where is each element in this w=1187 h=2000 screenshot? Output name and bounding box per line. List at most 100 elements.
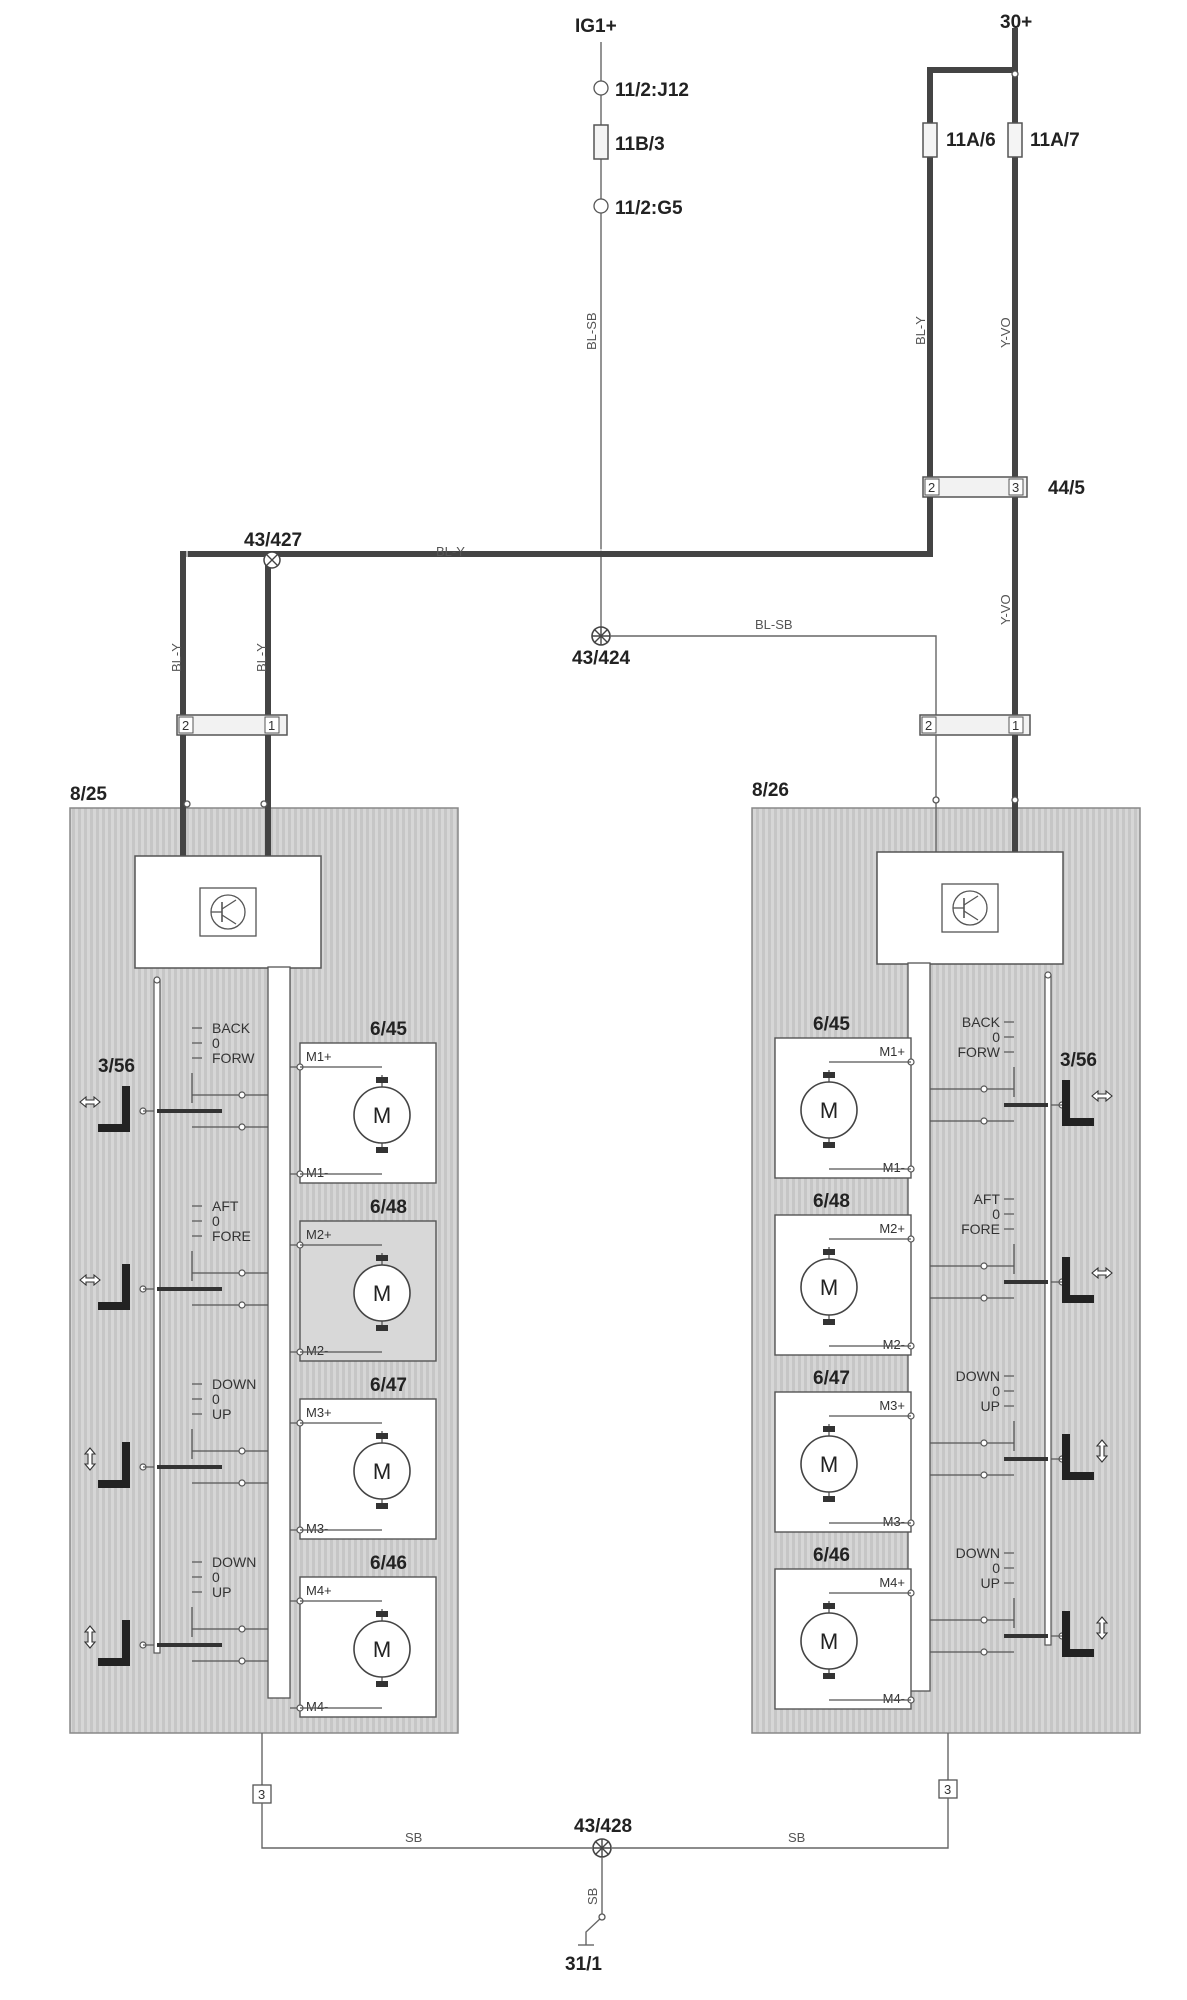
right-switch-1-pos-2: 0 (992, 1029, 1000, 1045)
left-transistor-icon (199, 887, 257, 937)
right-motor-minus-4: M4- (883, 1691, 905, 1706)
ig1-label: IG1+ (575, 16, 617, 37)
right-switch-4-pos-3: UP (981, 1575, 1000, 1591)
right-seat-icon-2 (1062, 1257, 1094, 1303)
right-switch-1-pos-3: FORW (957, 1044, 1000, 1060)
right-motor-symbol-3: M (820, 1452, 838, 1477)
wire-sb-left-label: SB (405, 1830, 422, 1845)
right-motor-4 (800, 1612, 858, 1670)
left-motor-bus (267, 966, 291, 1699)
fuse-11b-3-label: 11B/3 (615, 134, 665, 155)
right-motor-minus-2: M2- (883, 1337, 905, 1352)
left-motor-plus-1: M1+ (306, 1049, 332, 1064)
right-transistor-icon (941, 883, 999, 933)
right-motor-plus-2: M2+ (879, 1221, 905, 1236)
right-motor-id-3: 6/47 (813, 1368, 850, 1389)
right-switch-2-pos-1: AFT (974, 1191, 1001, 1207)
left-motor-1 (353, 1086, 411, 1144)
left-switch-4-pos-3: UP (212, 1584, 231, 1600)
left-switch-2-pos-1: AFT (212, 1198, 239, 1214)
left-seat-icon-2 (98, 1264, 130, 1310)
left-seat-icon-3 (98, 1442, 130, 1488)
ground-label: 31/1 (565, 1954, 602, 1975)
right-switch-1-pos-1: BACK (962, 1014, 1001, 1030)
left-motor-symbol-2: M (373, 1281, 391, 1306)
wire-y-vo-upper-label: Y-VO (998, 317, 1013, 348)
wire-bl-y-left2-label: BL-Y (254, 643, 269, 672)
ig1-feed (593, 42, 609, 630)
conn-44-5-pin3: 3 (1012, 480, 1019, 495)
left-motor-symbol-4: M (373, 1637, 391, 1662)
right-switch-label: 3/56 (1060, 1050, 1097, 1071)
right-ground-pin: 3 (944, 1782, 951, 1797)
right-arrow-icon-3 (1095, 1439, 1109, 1463)
right-arrow-icon-1 (1091, 1089, 1113, 1103)
right-motor-minus-3: M3- (883, 1514, 905, 1529)
right-conn-pin1: 1 (1012, 718, 1019, 733)
right-switch-4-pos-2: 0 (992, 1560, 1000, 1576)
left-arrow-icon-4 (83, 1625, 97, 1649)
conn-11-2-j12-label: 11/2:J12 (615, 80, 689, 101)
left-seat-icon-4 (98, 1620, 130, 1666)
wire-sb-ground-label: SB (585, 1888, 600, 1905)
right-motor-plus-1: M1+ (879, 1044, 905, 1059)
right-motor-2 (800, 1258, 858, 1316)
right-module-connector (919, 714, 1031, 736)
wire-sb-right-label: SB (788, 1830, 805, 1845)
left-switch-1-pos-3: FORW (212, 1050, 255, 1066)
left-motor-symbol-3: M (373, 1459, 391, 1484)
right-switch-3-pos-1: DOWN (956, 1368, 1000, 1384)
right-motor-1 (800, 1081, 858, 1139)
right-module-label: 8/26 (752, 780, 789, 801)
left-motor-4 (353, 1620, 411, 1678)
left-motor-3 (353, 1442, 411, 1500)
left-switch-1-pos-2: 0 (212, 1035, 220, 1051)
left-switch-4-pos-2: 0 (212, 1569, 220, 1585)
left-motor-plus-4: M4+ (306, 1583, 332, 1598)
left-motor-minus-4: M4- (306, 1699, 328, 1714)
right-switch-3-pos-2: 0 (992, 1383, 1000, 1399)
left-switch-3-pos-2: 0 (212, 1391, 220, 1407)
right-module-internals: BACK0FORW6/45M1+M1-MAFT0FORE6/48M2+M2-MD… (774, 851, 1113, 1710)
left-motor-id-3: 6/47 (370, 1375, 407, 1396)
left-module-label: 8/25 (70, 784, 107, 805)
wire-bl-sb-vertical-label: BL-SB (584, 312, 599, 350)
left-ground-pin: 3 (258, 1787, 265, 1802)
right-switch-2-pos-2: 0 (992, 1206, 1000, 1222)
wire-bl-y-left1-label: BL-Y (169, 643, 184, 672)
wire-bl-y-horizontal-label: BL-Y (436, 544, 465, 559)
conn-44-5-pin2: 2 (928, 480, 935, 495)
left-arrow-icon-3 (83, 1447, 97, 1471)
wire-bl-sb-horizontal-label: BL-SB (755, 617, 793, 632)
left-arrow-icon-2 (79, 1273, 101, 1287)
left-module-internals: BACK0FORW6/45M1+M1-MAFT0FORE6/48M2+M2-MD… (79, 855, 437, 1718)
right-motor-symbol-1: M (820, 1098, 838, 1123)
left-switch-label: 3/56 (98, 1056, 135, 1077)
left-arrow-icon-1 (79, 1095, 101, 1109)
right-motor-minus-1: M1- (883, 1160, 905, 1175)
right-switch-3-pos-3: UP (981, 1398, 1000, 1414)
right-seat-icon-4 (1062, 1611, 1094, 1657)
splice-43-428-label: 43/428 (574, 1816, 632, 1837)
left-motor-id-1: 6/45 (370, 1019, 407, 1040)
left-switch-3-pos-1: DOWN (212, 1376, 256, 1392)
connector-44-5 (922, 476, 1028, 498)
right-motor-symbol-2: M (820, 1275, 838, 1300)
left-switch-1-pos-1: BACK (212, 1020, 251, 1036)
left-conn-pin2: 2 (182, 718, 189, 733)
left-module-connector (176, 714, 288, 736)
fuse-11a-7-label: 11A/7 (1030, 130, 1080, 151)
left-motor-symbol-1: M (373, 1103, 391, 1128)
wire-y-vo-lower-label: Y-VO (998, 594, 1013, 625)
right-motor-plus-3: M3+ (879, 1398, 905, 1413)
left-motor-id-4: 6/46 (370, 1553, 407, 1574)
right-switch-4-pos-1: DOWN (956, 1545, 1000, 1561)
right-motor-3 (800, 1435, 858, 1493)
left-motor-id-2: 6/48 (370, 1197, 407, 1218)
fuse-11a-6-label: 11A/6 (946, 130, 996, 151)
conn-11-2-g5-label: 11/2:G5 (615, 198, 683, 219)
connector-44-5-label: 44/5 (1048, 478, 1085, 499)
splice-43-427 (263, 551, 281, 569)
left-motor-minus-3: M3- (306, 1521, 328, 1536)
right-motor-id-4: 6/46 (813, 1545, 850, 1566)
